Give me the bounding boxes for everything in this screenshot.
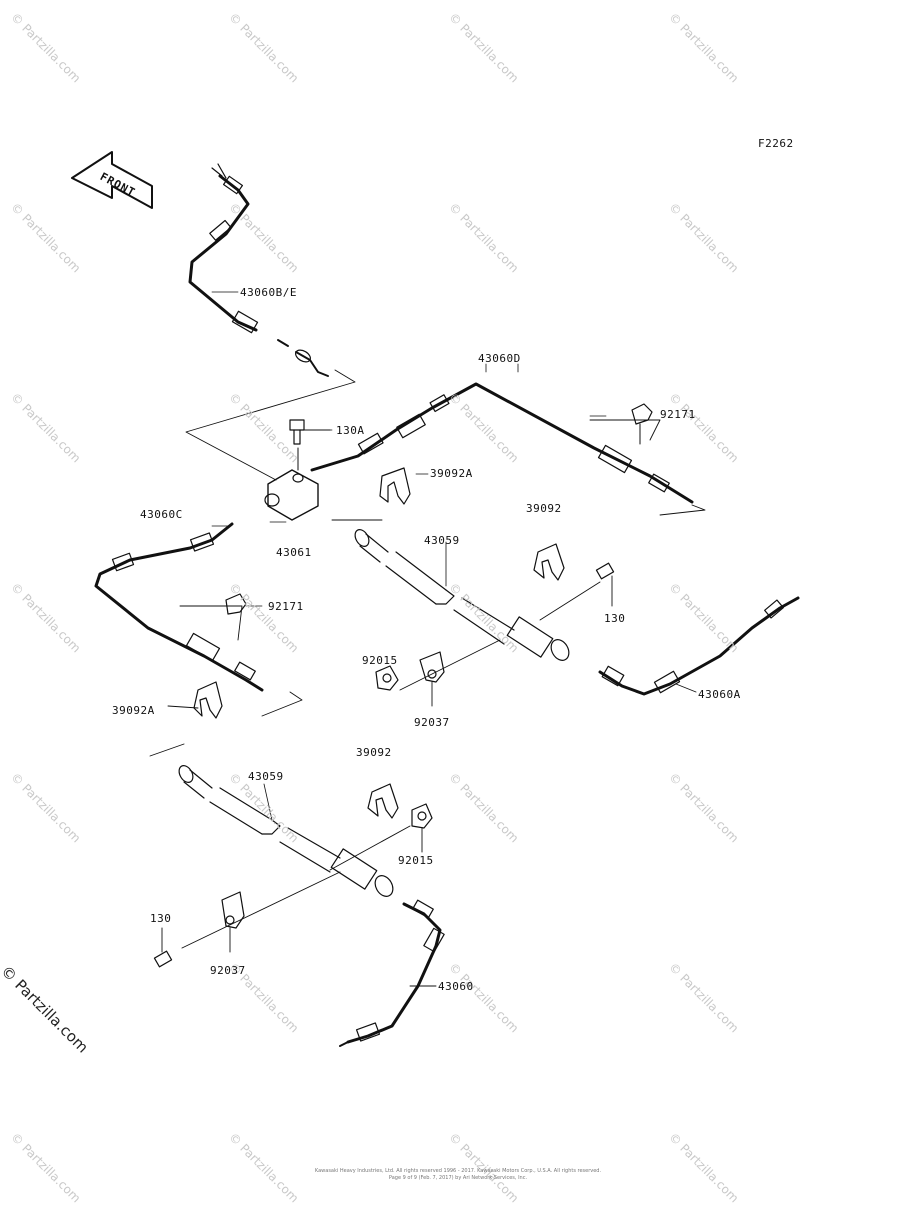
callout-92171-right[interactable]: 92171 <box>660 408 696 421</box>
callout-43060d[interactable]: 43060D <box>478 352 521 365</box>
clip-92171-right-icon <box>631 403 653 445</box>
leader-lines-left <box>179 605 303 717</box>
callout-43059-upper[interactable]: 43059 <box>424 534 460 547</box>
callout-92015-left[interactable]: 92015 <box>362 654 398 667</box>
bolt-130-right-icon <box>539 562 615 621</box>
callout-43060a[interactable]: 43060A <box>698 688 741 701</box>
joint-43061 <box>264 447 319 521</box>
leader-lines-right <box>589 419 706 516</box>
callout-43060be[interactable]: 43060B/E <box>240 286 297 299</box>
callout-39092-upper[interactable]: 39092 <box>526 502 562 515</box>
callout-43060c[interactable]: 43060C <box>140 508 183 521</box>
clip-39092-upper-icon <box>533 543 565 581</box>
clip-39092-lower-icon <box>367 783 399 819</box>
callout-39092a-left[interactable]: 39092A <box>112 704 155 717</box>
footer-line-2: Page 9 of 9 (Feb. 7, 2017) by Ari Networ… <box>388 1175 528 1181</box>
brake-line-43060 <box>339 899 445 1047</box>
copyright-footer: Kawasaki Heavy Industries, Ltd. All righ… <box>0 1168 916 1182</box>
callout-92015-right[interactable]: 92015 <box>398 854 434 867</box>
brake-line-43060a <box>598 596 800 696</box>
clamp-92037-lower-icon <box>181 871 341 953</box>
hose-43059-lower <box>149 743 394 897</box>
figure-code: F2262 <box>758 137 794 150</box>
callout-92171-left[interactable]: 92171 <box>268 600 304 613</box>
brake-line-43060c <box>94 522 264 692</box>
nut-92015-left-icon <box>375 665 399 691</box>
clip-92171-left-icon <box>225 593 247 615</box>
leader-lines-top <box>185 369 356 481</box>
brake-line-43060be <box>188 163 329 377</box>
callout-leaders <box>211 291 607 821</box>
clamp-92037-upper-icon <box>399 639 501 707</box>
callout-39092-lower[interactable]: 39092 <box>356 746 392 759</box>
bolt-130-left-icon <box>153 927 173 968</box>
brake-line-43060d <box>310 382 694 504</box>
callout-39092a-top[interactable]: 39092A <box>430 467 473 480</box>
hose-43059-upper <box>331 519 570 661</box>
nut-92015-right-icon <box>329 803 433 871</box>
clip-39092a-top-icon <box>379 467 411 505</box>
clip-39092a-left-icon <box>167 681 223 719</box>
bolt-130a-icon <box>289 419 331 445</box>
callout-43060[interactable]: 43060 <box>438 980 474 993</box>
callout-43059-lower[interactable]: 43059 <box>248 770 284 783</box>
callout-130-right[interactable]: 130 <box>604 612 626 625</box>
callout-130a[interactable]: 130A <box>336 424 365 437</box>
footer-line-1: Kawasaki Heavy Industries, Ltd. All righ… <box>314 1168 602 1174</box>
front-arrow-icon <box>71 151 153 209</box>
callout-92037-lower[interactable]: 92037 <box>210 964 246 977</box>
callout-92037-upper[interactable]: 92037 <box>414 716 450 729</box>
callout-130-left[interactable]: 130 <box>150 912 172 925</box>
callout-43061[interactable]: 43061 <box>276 546 312 559</box>
